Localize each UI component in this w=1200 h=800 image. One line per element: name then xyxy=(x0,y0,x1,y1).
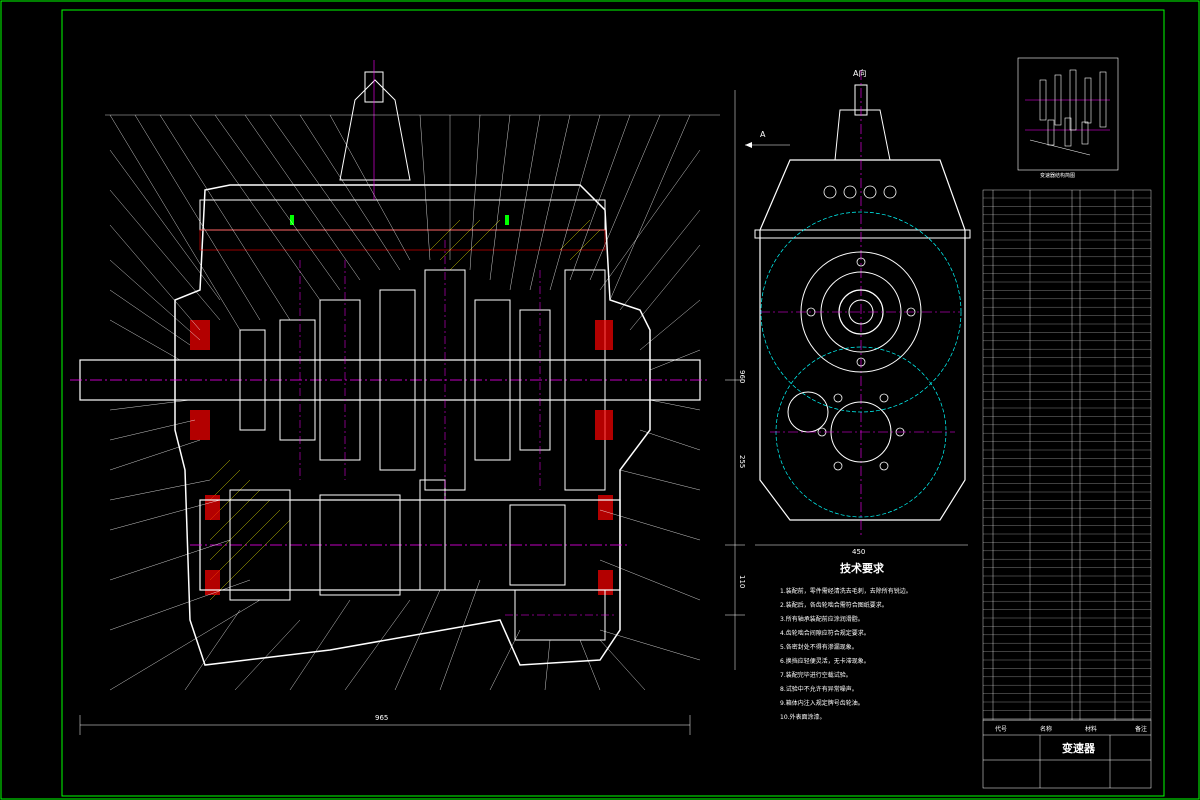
req-line: 5.各密封处不得有渗漏现象。 xyxy=(780,644,858,651)
dim-overall-length: 965 xyxy=(375,714,389,722)
tech-requirements: 1.装配前，零件需经清洗去毛刺，去除所有锐边。 2.装配后，各齿轮啮合需符合图纸… xyxy=(780,585,960,725)
main-section-view xyxy=(70,60,710,666)
title-block xyxy=(982,719,1152,789)
shifter-tower xyxy=(339,79,411,181)
tb-col-name: 名称 xyxy=(1040,726,1053,733)
side-view xyxy=(754,70,971,535)
dim-lower-center: 110 xyxy=(738,575,746,589)
dim-side-width: 450 xyxy=(852,548,866,556)
req-line: 4.齿轮啮合间隙应符合规定要求。 xyxy=(780,630,870,637)
arrow-label: A xyxy=(760,130,766,139)
tb-col-note: 备注 xyxy=(1135,726,1148,733)
parts-list-rows xyxy=(983,197,1151,719)
parts-list xyxy=(982,189,1152,721)
req-line: 7.装配完毕进行空载试验。 xyxy=(780,672,852,679)
req-line: 10.外表面涂漆。 xyxy=(780,714,826,721)
req-line: 6.换挡应轻便灵活，无卡滞现象。 xyxy=(780,658,870,665)
tb-col-material: 材料 xyxy=(1085,726,1098,733)
drawing-title: 变速器 xyxy=(1062,742,1095,755)
inner-frame xyxy=(61,9,1165,797)
dimension-lines xyxy=(79,90,968,735)
top-cover xyxy=(199,199,606,231)
req-line: 1.装配前，零件需经清洗去毛刺，去除所有锐边。 xyxy=(780,588,912,595)
dim-overall-height: 960 xyxy=(738,370,746,384)
tech-requirements-title: 技术要求 xyxy=(840,562,884,575)
view-label: A向 xyxy=(853,69,867,78)
req-line: 3.所有轴承装配前应涂润滑脂。 xyxy=(780,616,864,623)
req-line: 9.箱体内注入规定牌号齿轮油。 xyxy=(780,700,864,707)
housing-outline xyxy=(174,184,651,666)
tb-col-code: 代号 xyxy=(995,726,1008,733)
schematic-title: 变速器结构简图 xyxy=(1040,173,1076,179)
part-leaders-top xyxy=(109,114,691,331)
schematic-diagram xyxy=(1017,57,1119,171)
dim-upper-center: 255 xyxy=(738,455,746,469)
req-line: 8.试验中不允许有异常噪声。 xyxy=(780,686,858,693)
req-line: 2.装配后，各齿轮啮合需符合图纸要求。 xyxy=(780,602,888,609)
